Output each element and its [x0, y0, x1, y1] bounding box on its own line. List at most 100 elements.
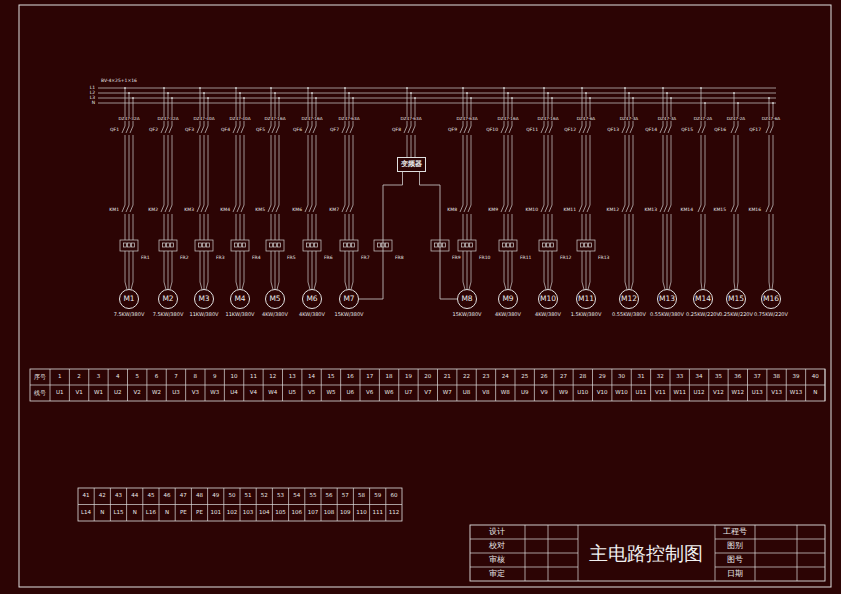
thermal-element: [511, 243, 514, 247]
table-rule: [191, 488, 192, 521]
wire: [279, 251, 280, 282]
terminal-number: 52: [260, 493, 269, 499]
wire-number: W6: [384, 390, 395, 396]
junction-dot: [547, 92, 549, 94]
motor-circle: M54KW/380V: [265, 289, 285, 309]
title-cell: 校对: [488, 542, 506, 550]
wire: [204, 251, 205, 282]
junction-dot: [167, 92, 169, 94]
wire: [582, 135, 583, 205]
wire: [129, 251, 130, 282]
title-cell: 审定: [488, 570, 506, 578]
breaker-tag: QF1: [109, 128, 120, 133]
bus-label: L1: [89, 86, 96, 91]
wire: [512, 251, 513, 282]
wire: [172, 251, 173, 282]
wire: [508, 135, 509, 205]
drawing-title: 主电路控制图: [589, 544, 703, 563]
junction-dot: [737, 102, 739, 104]
table-rule: [385, 488, 386, 521]
wire: [271, 135, 272, 205]
wire: [705, 135, 706, 205]
thermal-relay-symbol: [266, 240, 284, 251]
terminal-number: 36: [733, 374, 742, 380]
table-rule: [288, 488, 289, 521]
breaker-tag: QF13: [606, 128, 620, 133]
motor-tag: M4: [234, 295, 245, 303]
breaker-spec: DZ47-63A: [455, 117, 478, 121]
table-rule: [126, 488, 127, 521]
wire: [512, 214, 513, 240]
wire-number: W5: [325, 390, 336, 396]
wire-number: 106: [290, 510, 303, 516]
breaker-spec: DZ47-3A: [657, 117, 677, 121]
thermal-relay-symbol: [159, 240, 177, 251]
wire: [240, 214, 241, 240]
contactor-symbol: [305, 205, 308, 212]
thermal-element: [543, 243, 546, 247]
terminal-number: 8: [193, 374, 199, 380]
terminal-number: 12: [268, 374, 277, 380]
title-rule: [470, 567, 578, 568]
terminal-number: 31: [636, 374, 645, 380]
thermal-element: [462, 243, 465, 247]
junction-dot: [410, 92, 412, 94]
breaker-tag: QF16: [713, 128, 727, 133]
wire: [552, 251, 553, 282]
contactor-symbol: [587, 205, 590, 212]
wire: [467, 251, 468, 282]
table-rule: [207, 488, 208, 521]
motor-rating: 7.5KW/380V: [153, 312, 184, 317]
wire: [316, 135, 317, 205]
contactor-symbol: [735, 205, 738, 212]
wire: [168, 214, 169, 240]
contactor-tag: KM11: [562, 208, 577, 213]
breaker-symbol: [313, 126, 316, 133]
breaker-tag: QF9: [447, 128, 458, 133]
terminal-number: 29: [598, 374, 607, 380]
wire-number: L15: [112, 510, 124, 516]
table-rule: [456, 369, 457, 401]
junction-dot: [311, 92, 313, 94]
title-rule: [525, 525, 526, 581]
motor-tag: M9: [502, 295, 513, 303]
wire: [590, 214, 591, 240]
breaker-spec: DZ47-32A: [117, 117, 140, 121]
wire-number: V7: [423, 390, 432, 396]
table-rule: [282, 369, 283, 401]
table-rule: [304, 488, 305, 521]
breaker-symbol: [735, 126, 738, 133]
thermal-element: [171, 243, 174, 247]
junction-dot: [199, 87, 201, 89]
wire-number: V6: [365, 390, 374, 396]
table-rule: [224, 369, 225, 401]
wire: [279, 135, 280, 205]
wire: [316, 251, 317, 282]
inverter-label: 变频器: [401, 161, 422, 168]
wire: [164, 135, 165, 205]
title-cell: 审核: [488, 556, 506, 564]
junction-dot: [704, 102, 706, 104]
table-rule: [592, 369, 593, 401]
wire-number: V11: [654, 390, 667, 396]
thermal-element: [507, 243, 510, 247]
motor-rating: 4KW/380V: [262, 312, 288, 317]
terminal-number: 58: [357, 493, 366, 499]
junction-dot: [352, 97, 354, 99]
junction-dot: [662, 87, 664, 89]
junction-dot: [700, 87, 702, 89]
wire: [625, 135, 626, 205]
contactor-symbol: [509, 205, 512, 212]
title-rule: [715, 525, 716, 581]
terminal-number: 50: [227, 493, 236, 499]
junction-dot: [462, 87, 464, 89]
thermal-element: [128, 243, 131, 247]
breaker-spec: DZ47-63A: [337, 117, 360, 121]
wire: [168, 251, 169, 282]
wire: [172, 214, 173, 240]
wire: [125, 251, 126, 282]
contactor-tag: KM1: [108, 208, 120, 213]
wire: [236, 135, 237, 205]
wire: [504, 251, 505, 282]
thermal-element: [235, 243, 238, 247]
